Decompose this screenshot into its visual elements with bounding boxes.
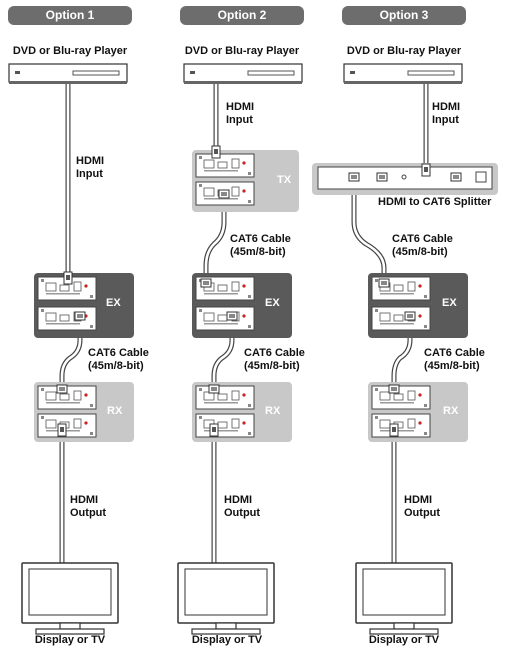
option-1-rj45-ex	[74, 311, 86, 321]
option-1-rx-label: RX	[107, 405, 123, 417]
device-shapes	[8, 63, 498, 635]
option-2-tx-label: TX	[277, 174, 292, 186]
option-2-rx-module-bottom	[195, 413, 255, 438]
option-2-tab: Option 2	[180, 6, 304, 25]
option-1-hdmi-plug-out	[57, 423, 67, 437]
option-2-ex-module-bottom	[195, 306, 255, 331]
option-2-rx-module-top	[195, 385, 255, 410]
option-3-cable-label-2: CAT6 Cable(45m/8-bit)	[424, 347, 485, 372]
option-2-ex-label: EX	[265, 297, 280, 309]
option-2-tx-module-top	[195, 153, 255, 178]
option-2-hdmi-plug-out	[209, 423, 219, 437]
option-3-display-label: Display or TV	[368, 634, 440, 646]
option-1-cat6-cable	[60, 316, 82, 390]
option-3-ex-module-bottom	[371, 306, 431, 331]
option-3-rj45-rx	[388, 384, 400, 394]
option-2-display-tv	[177, 562, 275, 635]
option-3-rx-module-bottom	[371, 413, 431, 438]
option-1-cable-label: CAT6 Cable(45m/8-bit)	[88, 347, 149, 372]
option-3-hdmi-plug-in	[421, 163, 431, 177]
option-3-rj45-ex-out	[404, 311, 416, 321]
option-1-rx-module-bottom	[37, 413, 97, 438]
option-2-rj45-ex-in	[200, 278, 212, 288]
option-2-cable-label-1: CAT6 Cable(45m/8-bit)	[230, 233, 291, 258]
option-1-ex-module-bottom	[37, 306, 97, 331]
option-3-splitter-power	[475, 171, 487, 183]
option-3-hdmi-plug-out	[389, 423, 399, 437]
option-2-hdmi-plug-in	[211, 145, 221, 159]
option-3-source-player	[343, 63, 463, 85]
option-2-cable-label-2: CAT6 Cable(45m/8-bit)	[244, 347, 305, 372]
option-1-hdmi-plug-in	[63, 271, 73, 285]
option-2-rj45-tx	[218, 189, 230, 199]
option-3-cable-label-1: CAT6 Cable(45m/8-bit)	[392, 233, 453, 258]
option-3-display-tv	[355, 562, 453, 635]
option-3-cat6-cable-1	[352, 179, 386, 287]
option-2-cat6-cable-1	[204, 193, 226, 287]
option-1-rj45-rx	[56, 384, 68, 394]
option-1-display-tv	[21, 562, 119, 635]
option-1-source-player	[8, 63, 128, 85]
option-3-rx-label: RX	[443, 405, 459, 417]
option-2-cat6-cable-2	[212, 316, 234, 390]
option-2-display-label: Display or TV	[191, 634, 263, 646]
option-2-source-label: DVD or Blu-ray Player	[184, 45, 300, 57]
option-3-tab: Option 3	[342, 6, 466, 25]
option-3-ex-label: EX	[442, 297, 457, 309]
option-1-tab: Option 1	[8, 6, 132, 25]
option-3-splitter-led	[401, 174, 407, 180]
cable-paths	[59, 81, 429, 568]
option-3-splitter-rj45-b	[376, 172, 388, 182]
option-2-rj45-ex-out	[226, 311, 238, 321]
option-1-display-label: Display or TV	[34, 634, 106, 646]
option-3-rx-module-top	[371, 385, 431, 410]
option-1-ex-label: EX	[106, 297, 121, 309]
option-1-source-label: DVD or Blu-ray Player	[12, 45, 128, 57]
option-2-rx-label: RX	[265, 405, 281, 417]
option-2-source-player	[183, 63, 303, 85]
option-3-splitter-rj45-c	[450, 172, 462, 182]
option-2-rj45-rx	[208, 384, 220, 394]
option-3-rj45-ex-in	[378, 278, 390, 288]
option-3-cat6-cable-2	[392, 316, 412, 390]
option-3-splitter-label: HDMI to CAT6 Splitter	[378, 196, 492, 208]
option-3-splitter-rj45-a	[348, 172, 360, 182]
option-3-source-label: DVD or Blu-ray Player	[346, 45, 462, 57]
